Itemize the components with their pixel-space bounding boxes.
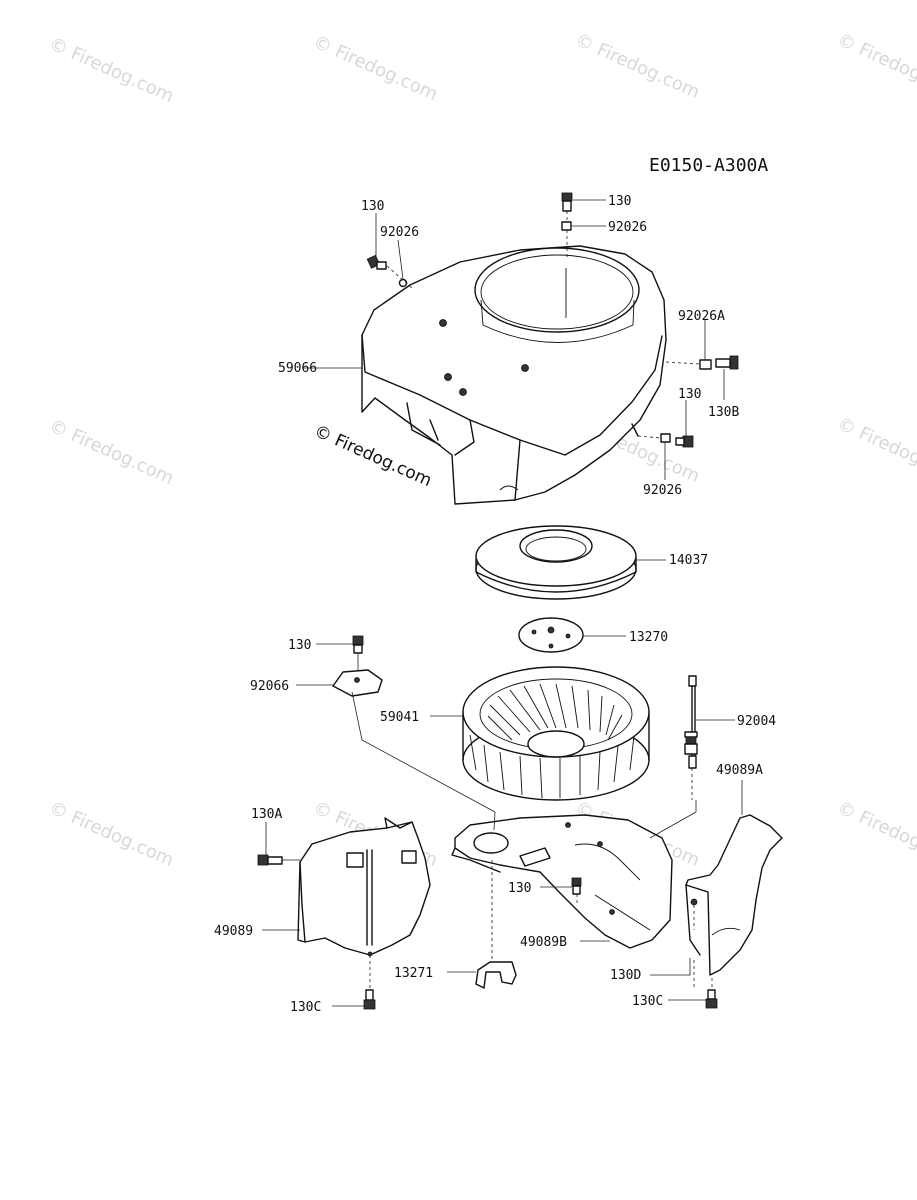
label-49089: 49089 <box>214 924 253 939</box>
bolt-130-lower <box>571 877 582 895</box>
label-92026-top: 92026 <box>608 220 647 235</box>
watermark: © Firedog.com <box>46 415 177 489</box>
label-130-lower: 130 <box>508 881 531 896</box>
nut-92026A <box>699 359 712 370</box>
nut-130D <box>684 731 698 755</box>
label-130A: 130A <box>251 807 282 822</box>
label-130C-left: 130C <box>290 1000 321 1015</box>
label-130D: 130D <box>610 968 641 983</box>
label-130C-right: 130C <box>632 994 663 1009</box>
watermark: © Firedog.com <box>46 33 177 107</box>
label-59066: 59066 <box>278 361 317 376</box>
watermark: © Firedog.com <box>834 413 917 487</box>
label-49089A: 49089A <box>716 763 763 778</box>
label-92026-right: 92026 <box>643 483 682 498</box>
label-92004: 92004 <box>737 714 776 729</box>
bolt-130-left <box>366 254 387 270</box>
bolt-130B <box>715 355 739 370</box>
washer-92026-left <box>398 278 408 288</box>
bolt-130-mid <box>352 635 364 654</box>
label-13270: 13270 <box>629 630 668 645</box>
leader-lines <box>262 199 743 1007</box>
label-130-top: 130 <box>608 194 631 209</box>
baffle-49089A <box>685 814 783 976</box>
watermark: © Firedog.com <box>310 31 441 105</box>
label-130B: 130B <box>708 405 739 420</box>
hardware-group <box>257 192 739 1010</box>
watermark: © Firedog.com <box>572 29 703 103</box>
watermark: © Firedog.com <box>834 29 917 103</box>
diagram-code: E0150-A300A <box>649 155 768 176</box>
label-130-mid: 130 <box>288 638 311 653</box>
cooling-fan-59041 <box>462 666 650 801</box>
label-92026A: 92026A <box>678 309 725 324</box>
bolt-130A <box>257 854 283 866</box>
label-49089B: 49089B <box>520 935 567 950</box>
watermark: © Firedog.com <box>46 797 177 871</box>
bolt-130C-left <box>363 989 376 1010</box>
flywheel-cover-14037 <box>475 525 637 600</box>
label-92066: 92066 <box>250 679 289 694</box>
part-labels: 130 92026 130 92026 92026A 59066 130 130… <box>214 194 776 1015</box>
label-14037: 14037 <box>669 553 708 568</box>
label-130-right: 130 <box>678 387 701 402</box>
bracket-13271 <box>475 961 517 989</box>
baffle-49089B <box>451 814 673 949</box>
bolt-130-top <box>561 192 573 212</box>
label-92026-left: 92026 <box>380 225 419 240</box>
label-130-left: 130 <box>361 199 384 214</box>
cap-92066 <box>332 669 383 697</box>
washer-92026-right <box>660 433 671 443</box>
washer-92026-top <box>561 221 572 231</box>
label-59041: 59041 <box>380 710 419 725</box>
bolt-130C-right <box>705 989 718 1009</box>
screen-plate-13270 <box>518 617 584 653</box>
bolt-130-right <box>675 435 694 448</box>
baffle-49089 <box>297 817 431 957</box>
label-13271: 13271 <box>394 966 433 981</box>
blower-housing-59066 <box>361 245 667 505</box>
watermark: © Firedog.com <box>834 797 917 871</box>
